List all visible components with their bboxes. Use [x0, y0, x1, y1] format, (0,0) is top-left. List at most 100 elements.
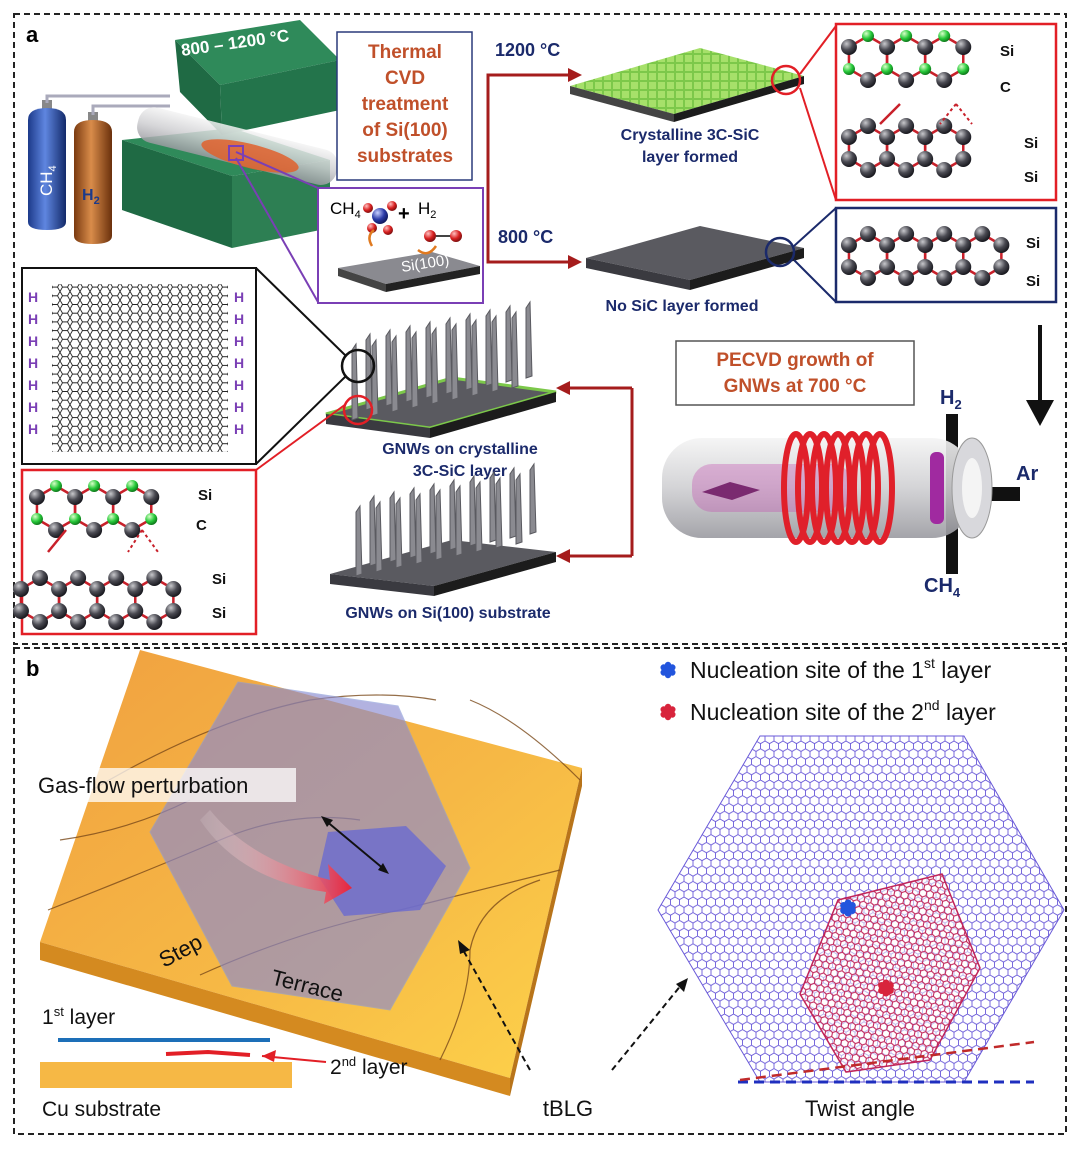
legend-item: Nucleation site of the 1st layer	[660, 655, 991, 683]
h2-molecule	[424, 230, 462, 242]
atom-si-label: Si	[1000, 43, 1014, 60]
cu-substrate-label: Cu substrate	[42, 1098, 161, 1121]
gnw-si-caption: GNWs on Si(100) substrate	[345, 605, 550, 622]
si-zoom-circle	[764, 236, 796, 268]
svg-text:of Si(100): of Si(100)	[362, 120, 448, 141]
h2-cylinder-label: H2	[82, 187, 100, 207]
panel-a-label: a	[26, 22, 39, 47]
pecvd-box	[675, 340, 915, 406]
tblg-label: tBLG	[543, 1096, 593, 1121]
hydrogen-label: H	[234, 311, 244, 327]
layer2-label: 2nd layer	[330, 1054, 408, 1079]
hydrogen-label: H	[28, 421, 38, 437]
hydrogen-label: H	[28, 355, 38, 371]
hydrogen-label: H	[28, 377, 38, 393]
atom-si-label: Si	[1024, 169, 1038, 186]
gnw-sic-caption-1: GNWs on crystalline	[382, 441, 538, 458]
reaction-ch4: CH4	[330, 199, 361, 221]
down-arrow	[1026, 400, 1054, 426]
gnw-on-si	[330, 462, 556, 596]
gnw-on-sic	[325, 300, 557, 438]
twist-rotated-line	[739, 1040, 1035, 1082]
panel-b: b Gas-flow perturbation Step Terrace 1st…	[13, 647, 1067, 1135]
branch-arrow	[486, 73, 568, 264]
panel-b-label: b	[26, 656, 39, 681]
atom-label: C	[196, 517, 207, 534]
reaction-h2: H2	[418, 199, 436, 221]
svg-text:substrates: substrates	[357, 146, 453, 167]
hydrogen-label: H	[234, 289, 244, 305]
tblg-arrow-right	[611, 983, 683, 1071]
gas-flow-label: Gas-flow perturbation	[38, 773, 248, 798]
temp-800: 800 °C	[498, 227, 553, 247]
h2-cylinder: H2	[74, 112, 112, 244]
graphene-lattice	[52, 284, 228, 452]
pecvd-text-2: GNWs at 700 °C	[724, 376, 867, 397]
tblg-arrow-left	[461, 947, 531, 1071]
hydrogen-label: H	[234, 355, 244, 371]
graphene-first-layer	[149, 681, 471, 1011]
crystalline-caption-1: Crystalline 3C-SiC	[621, 127, 760, 144]
svg-text:Thermal: Thermal	[368, 42, 442, 63]
panel-a: a CH4 H2 800 – 1200 °C	[12, 13, 1067, 645]
cvd-furnace: 800 – 1200 °C	[122, 20, 340, 248]
hydrogen-label: H	[28, 399, 38, 415]
pecvd-ar: Ar	[1016, 463, 1038, 485]
pecvd-reactor	[662, 414, 1020, 574]
panel-b-border	[13, 647, 1067, 1135]
no-sic-caption: No SiC layer formed	[606, 298, 759, 315]
rf-coil	[781, 431, 895, 545]
second-layer-lattice	[799, 873, 981, 1073]
ch4-cylinder: CH4	[28, 100, 66, 230]
temp-1200: 1200 °C	[495, 40, 560, 60]
legend-label: Nucleation site of the 1st layer	[690, 655, 991, 683]
atom-label: Si	[198, 487, 212, 504]
hydrogen-label: H	[28, 289, 38, 305]
gas-lines	[45, 94, 170, 115]
gnw-sic-zoom-circle	[342, 394, 374, 426]
atom-c-label: C	[1000, 79, 1011, 96]
atom-si-label: Si	[1026, 235, 1040, 252]
sic-zoom-circle	[770, 64, 802, 96]
atom-label: Si	[212, 605, 226, 622]
crystalline-caption-2: layer formed	[642, 149, 738, 166]
twist-angle-label: Twist angle	[805, 1096, 915, 1121]
thermal-cvd-text: Thermal CVD treatment of Si(100) substra…	[357, 42, 453, 167]
atom-si-label: Si	[1026, 273, 1040, 290]
layer1-label: 1st layer	[42, 1004, 115, 1029]
hydrogen-label: H	[234, 399, 244, 415]
hydrogen-label: H	[234, 421, 244, 437]
pecvd-text-1: PECVD growth of	[716, 350, 874, 371]
atom-si-label: Si	[1024, 135, 1038, 152]
svg-text:CVD: CVD	[385, 68, 425, 89]
gap-arrow	[324, 819, 386, 871]
svg-text:treatment: treatment	[362, 94, 449, 115]
hydrogen-label: H	[28, 311, 38, 327]
legend-item: Nucleation site of the 2nd layer	[660, 697, 996, 725]
pecvd-h2: H2	[940, 387, 962, 412]
legend-label: Nucleation site of the 2nd layer	[690, 697, 996, 725]
si-slab	[586, 226, 804, 290]
gnw-sic-caption-2: 3C-SiC layer	[413, 463, 507, 480]
atom-label: Si	[212, 571, 226, 588]
hydrogen-label: H	[234, 377, 244, 393]
thermal-cvd-box	[336, 31, 473, 181]
gas-flow-arrow	[200, 810, 352, 904]
hydrogen-label: H	[234, 333, 244, 349]
nucleation-site-second	[878, 979, 894, 997]
cu-substrate-block	[40, 1062, 292, 1088]
nucleation-site-first	[840, 899, 856, 917]
ch4-cylinder-label: CH4	[37, 165, 59, 196]
sic-slab	[570, 48, 804, 122]
pecvd-ch4: CH4	[924, 575, 961, 600]
gnw-edge-zoom-circle	[340, 348, 376, 384]
legend: Nucleation site of the 1st layerNucleati…	[660, 655, 996, 725]
si-lattice-box	[834, 206, 1058, 304]
ch4-molecule	[363, 201, 397, 235]
